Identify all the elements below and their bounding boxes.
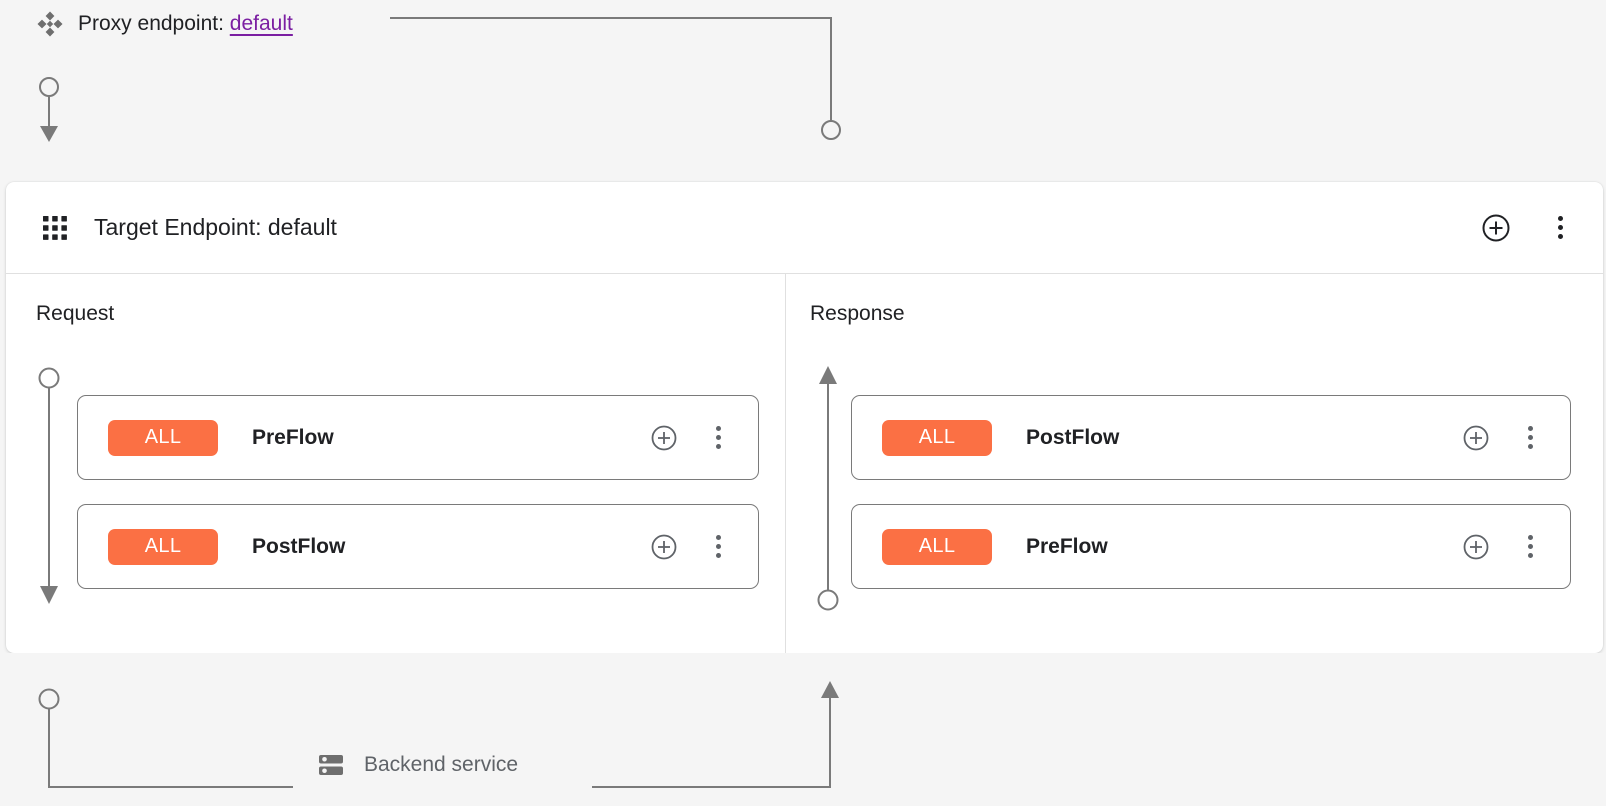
target-endpoint-actions: [1481, 213, 1575, 243]
proxy-endpoint-link[interactable]: default: [229, 12, 293, 35]
proxy-endpoint-label: Proxy endpoint:: [78, 12, 224, 35]
flow-name: PreFlow: [252, 425, 334, 449]
flow-card[interactable]: ALL PreFlow: [77, 395, 759, 480]
status-badge: ALL: [108, 419, 218, 456]
request-flow-cards: ALL PreFlow: [77, 395, 759, 589]
request-column: Request ALL PreFlow: [6, 274, 786, 653]
response-column-title: Response: [810, 302, 905, 325]
proxy-endpoint-title: Proxy endpoint: default: [78, 10, 293, 38]
response-column: Response ALL PostFlow: [786, 274, 1602, 653]
proxy-endpoint-header: Proxy endpoint: default: [36, 6, 293, 42]
target-endpoint-title: Target Endpoint: default: [94, 214, 337, 240]
target-endpoint-header: Target Endpoint: default: [6, 182, 1603, 274]
flow-name: PostFlow: [1026, 425, 1120, 449]
response-flow-cards: ALL PostFlow: [851, 395, 1571, 589]
add-circle-icon[interactable]: [650, 533, 678, 561]
add-circle-icon[interactable]: [1462, 424, 1490, 452]
apps-grid-icon: [42, 215, 68, 241]
add-circle-icon[interactable]: [1481, 213, 1511, 243]
flow-card-actions: [650, 533, 732, 561]
server-rack-icon: [318, 752, 344, 778]
more-vert-dots: [715, 426, 721, 449]
backend-service-text: Backend service: [364, 753, 519, 776]
more-vert-dots: [1527, 535, 1533, 558]
more-vert-dots: [1557, 216, 1563, 239]
target-endpoint-panel: Target Endpoint: default Request: [6, 182, 1603, 653]
flow-card-actions: [1462, 533, 1544, 561]
flow-card-actions: [650, 424, 732, 452]
add-circle-icon[interactable]: [1462, 533, 1490, 561]
backend-service-strip: [0, 653, 1606, 806]
more-vert-icon[interactable]: [1516, 533, 1544, 561]
more-vert-icon[interactable]: [704, 424, 732, 452]
more-vert-dots: [1527, 426, 1533, 449]
flow-card[interactable]: ALL PostFlow: [77, 504, 759, 589]
flow-card[interactable]: ALL PostFlow: [851, 395, 1571, 480]
status-badge: ALL: [108, 528, 218, 565]
backend-service-label: Backend service: [318, 745, 518, 785]
flow-name: PreFlow: [1026, 534, 1108, 558]
flow-card-actions: [1462, 424, 1544, 452]
add-circle-icon[interactable]: [650, 424, 678, 452]
more-vert-icon[interactable]: [1545, 213, 1575, 243]
diamond-cluster-icon: [36, 10, 64, 38]
more-vert-icon[interactable]: [704, 533, 732, 561]
status-badge: ALL: [882, 419, 992, 456]
more-vert-icon[interactable]: [1516, 424, 1544, 452]
flow-columns: Request ALL PreFlow: [6, 274, 1603, 653]
more-vert-dots: [715, 535, 721, 558]
proxy-endpoint-strip: Proxy endpoint: default: [0, 0, 1606, 182]
status-badge: ALL: [882, 528, 992, 565]
request-column-title: Request: [36, 302, 115, 325]
flow-card[interactable]: ALL PreFlow: [851, 504, 1571, 589]
flow-name: PostFlow: [252, 534, 346, 558]
